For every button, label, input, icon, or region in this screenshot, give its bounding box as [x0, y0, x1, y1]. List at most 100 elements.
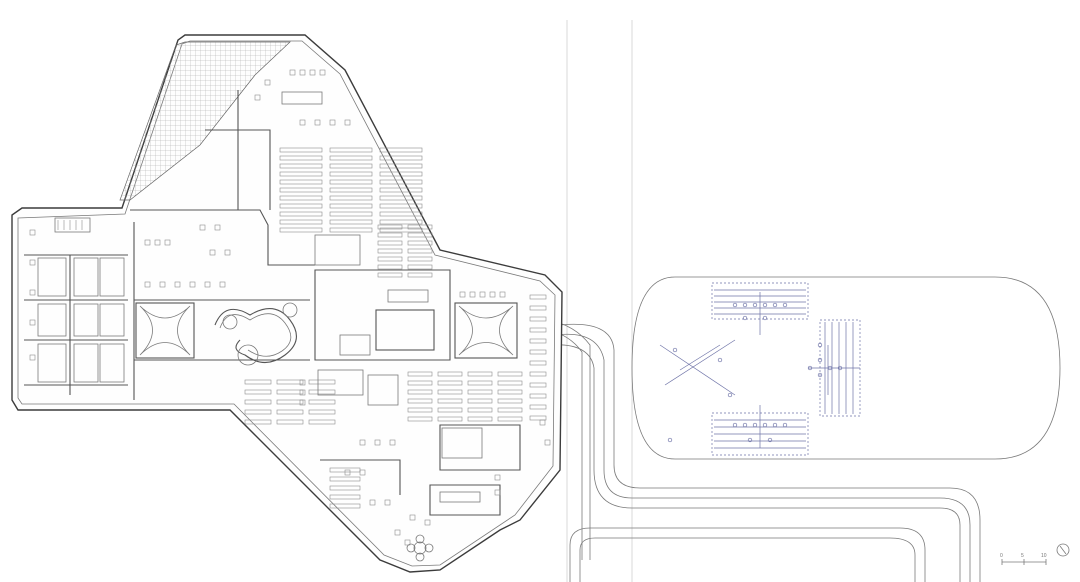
chair	[359, 439, 366, 446]
desk-row	[329, 476, 361, 482]
desk-row	[308, 419, 336, 425]
atrium-voids	[135, 302, 518, 359]
desk-row	[407, 256, 433, 262]
chair	[424, 519, 431, 526]
chair	[499, 291, 506, 298]
desk-row	[329, 494, 361, 500]
marker-dot	[772, 422, 778, 428]
desk-row	[276, 379, 304, 385]
desk-row	[329, 219, 373, 225]
desk-row	[437, 371, 463, 377]
chair	[544, 439, 551, 446]
marker-dot	[807, 365, 813, 371]
desk-row	[329, 485, 361, 491]
desk-row	[379, 227, 423, 233]
marker-dot	[732, 422, 738, 428]
pavilion-markers	[667, 302, 843, 443]
chair	[159, 281, 166, 288]
desk-row	[244, 419, 272, 425]
desk-row	[407, 224, 433, 230]
desk-row	[407, 380, 433, 386]
desk-row	[529, 415, 547, 421]
desk-row	[279, 219, 323, 225]
desk-row	[329, 503, 361, 509]
desk-row	[407, 398, 433, 404]
marker-dot	[782, 302, 788, 308]
desk-row	[529, 327, 547, 333]
chair	[164, 239, 171, 246]
desk-row	[497, 371, 523, 377]
desk-row	[497, 389, 523, 395]
chair	[299, 379, 306, 386]
desk-row	[467, 371, 493, 377]
desk-row	[529, 382, 547, 388]
chair	[289, 69, 296, 76]
desk-row	[329, 203, 373, 209]
chair	[374, 439, 381, 446]
site-road-lines	[547, 319, 981, 582]
desk-row	[276, 409, 304, 415]
chair	[394, 529, 401, 536]
marker-dot	[717, 357, 723, 363]
desk-row	[329, 211, 373, 217]
desk-row	[308, 409, 336, 415]
desk-row	[437, 389, 463, 395]
chair	[359, 469, 366, 476]
marker-dot	[742, 302, 748, 308]
north-arrow-icon	[1056, 543, 1070, 557]
chair	[539, 419, 546, 426]
chair	[314, 119, 321, 126]
desk-row	[497, 398, 523, 404]
desk-row	[377, 272, 403, 278]
marker-dot	[742, 315, 748, 321]
marker-dot	[827, 365, 833, 371]
marker-dot	[762, 302, 768, 308]
desk-row	[279, 171, 323, 177]
chair	[319, 69, 326, 76]
desk-row	[377, 248, 403, 254]
marker-dot	[817, 342, 823, 348]
desk-row	[467, 398, 493, 404]
chair	[409, 514, 416, 521]
desk-row	[244, 399, 272, 405]
desk-row	[379, 163, 423, 169]
chair	[404, 539, 411, 546]
hatched-terrace	[119, 41, 291, 201]
site-grid-lines	[566, 20, 633, 582]
marker-dot	[752, 302, 758, 308]
desk-row	[529, 338, 547, 344]
chair	[459, 291, 466, 298]
desk-row	[279, 163, 323, 169]
desk-row	[529, 393, 547, 399]
scale-label-0: 0	[1000, 553, 1003, 559]
desk-row	[279, 155, 323, 161]
desk-row	[407, 248, 433, 254]
chair	[29, 229, 36, 236]
desk-row	[329, 171, 373, 177]
office-cells-left-wing	[37, 217, 125, 383]
chair	[29, 259, 36, 266]
desk-row	[329, 163, 373, 169]
chair	[469, 291, 476, 298]
workstation-rows	[244, 147, 547, 509]
desk-row	[377, 264, 403, 270]
desk-row	[467, 380, 493, 386]
chair	[494, 474, 501, 481]
desk-row	[329, 195, 373, 201]
desk-row	[437, 380, 463, 386]
desk-row	[329, 179, 373, 185]
planter-motif	[406, 534, 434, 562]
chair	[214, 224, 221, 231]
chair	[204, 281, 211, 288]
chair	[154, 239, 161, 246]
desk-row	[279, 195, 323, 201]
marker-dot	[817, 357, 823, 363]
desk-row	[279, 203, 323, 209]
chair	[344, 469, 351, 476]
desk-row	[407, 389, 433, 395]
chair	[329, 119, 336, 126]
central-core	[314, 234, 435, 406]
desk-row	[497, 407, 523, 413]
chair	[389, 439, 396, 446]
